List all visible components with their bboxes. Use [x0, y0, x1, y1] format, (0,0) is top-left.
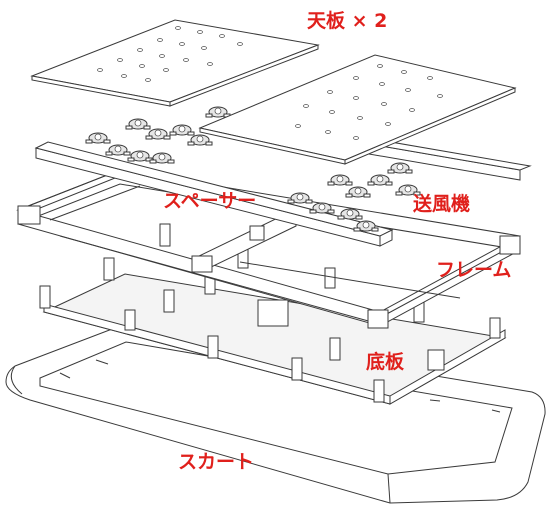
top-plate-right-holes [295, 64, 443, 140]
label-bottom-plate: 底板 [366, 351, 405, 373]
label-top-plate: 天板 × 2 [307, 10, 388, 32]
top-plate-left [30, 19, 320, 107]
top-plate-left-holes [97, 26, 243, 82]
bottom-plate-blocks [39, 223, 501, 403]
blowers [85, 106, 421, 232]
frame [16, 169, 521, 329]
label-blower: 送風機 [413, 193, 471, 215]
label-skirt: スカート [178, 451, 255, 473]
label-frame: フレーム [436, 259, 512, 281]
label-spacer: スペーサー [163, 190, 257, 212]
top-plate-right [198, 54, 517, 165]
